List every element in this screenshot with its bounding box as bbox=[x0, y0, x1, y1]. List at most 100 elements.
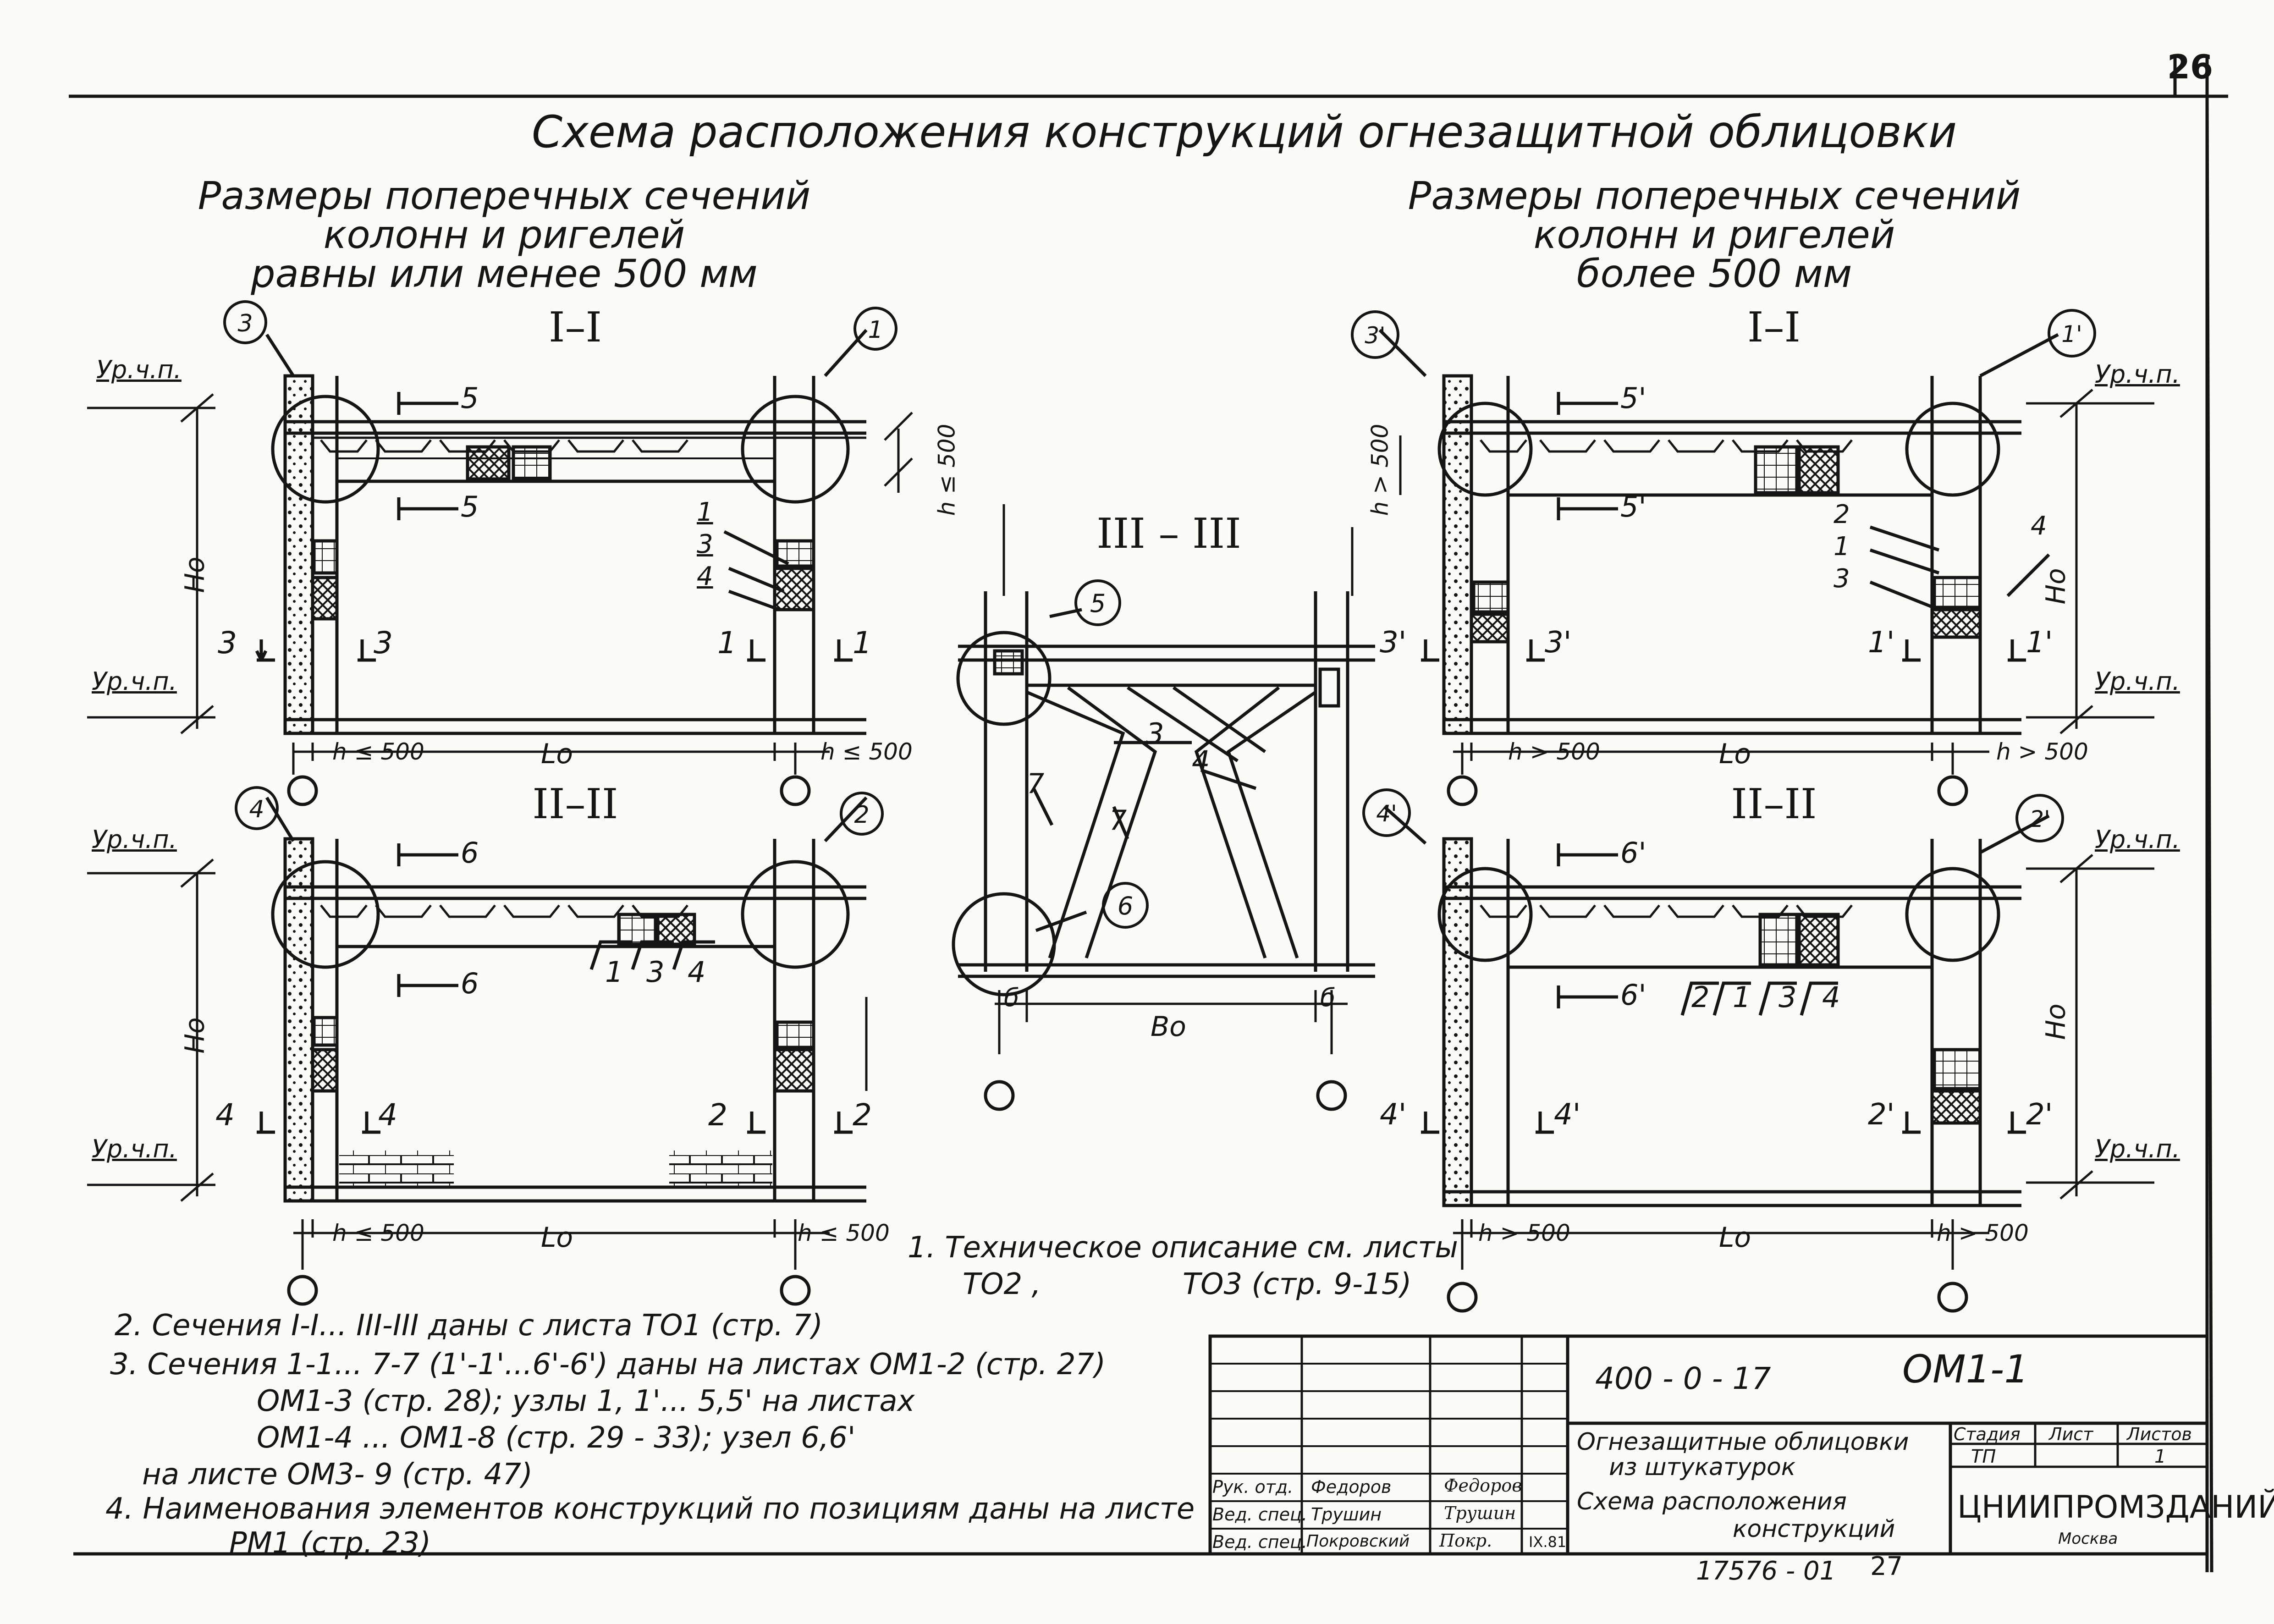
span-label: Lо bbox=[541, 1222, 573, 1254]
cut-1-label: 1 bbox=[853, 625, 872, 661]
position-4: 4 bbox=[697, 562, 713, 591]
note-4-line2: РМ1 (стр. 23) bbox=[229, 1526, 431, 1560]
b-label: б bbox=[1004, 983, 1019, 1012]
right-heading-line2: колонн и ригелей bbox=[1533, 212, 1895, 257]
h-le-500-vertical: h ≤ 500 bbox=[933, 424, 960, 516]
cut-6-label: 6 bbox=[461, 967, 479, 1000]
h-le-500: h ≤ 500 bbox=[332, 738, 424, 765]
position-4: 4 bbox=[1822, 980, 1840, 1014]
section-title-mid-3: III – III bbox=[1096, 510, 1241, 558]
node-callout-5: 5 bbox=[1090, 589, 1106, 618]
inventory-number: 17576 - 01 bbox=[1696, 1556, 1836, 1586]
position-4: 4 bbox=[688, 955, 706, 989]
cut-5-label: 5 bbox=[461, 381, 479, 415]
cut-7-label: 7 bbox=[1109, 804, 1127, 837]
signer-name: Покровский bbox=[1306, 1532, 1410, 1551]
note-4-line1: 4. Наименования элементов конструкций по… bbox=[105, 1492, 1195, 1526]
position-3: 3 bbox=[1834, 564, 1850, 594]
title-desc-line3: Схема расположения bbox=[1577, 1488, 1847, 1515]
note-1-line1: 1. Техническое описание см. листы bbox=[908, 1231, 1458, 1265]
note-1-line2: ТО2 , bbox=[963, 1267, 1041, 1301]
note-3-line3: ОМ1-4 ... ОМ1-8 (стр. 29 - 33); узел 6,6… bbox=[257, 1421, 856, 1455]
right-heading-line3: более 500 мм bbox=[1576, 251, 1852, 296]
cut-2-label: 2 bbox=[708, 1097, 727, 1133]
level-label: Ур.ч.п. bbox=[96, 355, 182, 384]
node-callout-6: 6 bbox=[1117, 892, 1134, 920]
cut-6-prime-label: 6' bbox=[1620, 978, 1646, 1012]
height-label: Но bbox=[179, 1017, 210, 1054]
position-4: 4 bbox=[2031, 511, 2047, 541]
cut-5-prime-label: 5' bbox=[1620, 490, 1646, 523]
height-label: Но bbox=[2040, 568, 2071, 605]
note-3-line1: 3. Сечения 1-1... 7-7 (1'-1'...6'-6') да… bbox=[110, 1348, 1106, 1382]
h-le-500: h ≤ 500 bbox=[798, 1220, 890, 1246]
section-title-left-1: I–I bbox=[548, 303, 602, 352]
node-callout-4-prime: 4' bbox=[1376, 800, 1397, 827]
level-label: Ур.ч.п. bbox=[2095, 825, 2180, 854]
middle-section-3 bbox=[952, 504, 1375, 1111]
signer-signature: Федоров bbox=[1444, 1475, 1522, 1496]
cut-3-label: 3 bbox=[218, 625, 237, 661]
cut-1-label: 1 bbox=[717, 625, 737, 661]
left-frame-section-1 bbox=[87, 329, 913, 806]
position-1: 1 bbox=[1834, 532, 1850, 562]
note-3-line4: на листе ОМ3- 9 (стр. 47) bbox=[142, 1458, 533, 1492]
node-callout-4: 4 bbox=[249, 796, 264, 823]
sheets-header: Листов bbox=[2127, 1424, 2192, 1444]
left-frame-section-2 bbox=[87, 796, 868, 1306]
span-label: Lо bbox=[1719, 1222, 1751, 1254]
stage-header: Стадия bbox=[1954, 1424, 2021, 1444]
span-label: Lо bbox=[541, 738, 573, 770]
cut-2-prime-label: 2' bbox=[1868, 1098, 1895, 1132]
signer-name: Федоров bbox=[1311, 1477, 1392, 1497]
position-2: 2 bbox=[1834, 500, 1850, 529]
signer-signature: Покр. bbox=[1439, 1530, 1492, 1551]
sheet-code: ОМ1-1 bbox=[1902, 1347, 2029, 1392]
h-gt-500: h > 500 bbox=[1478, 1220, 1570, 1246]
cut-4-label: 4 bbox=[215, 1097, 235, 1133]
h-gt-500-vertical: h > 500 bbox=[1366, 424, 1393, 516]
level-label: Ур.ч.п. bbox=[92, 667, 177, 696]
page-number: 27 bbox=[1870, 1552, 1903, 1581]
position-1: 1 bbox=[605, 955, 623, 989]
sign-date: IX.81 bbox=[1529, 1533, 1567, 1551]
node-callout-3-prime: 3' bbox=[1365, 322, 1386, 349]
node-callout-1: 1 bbox=[868, 316, 883, 344]
title-block-grid bbox=[1208, 1334, 2209, 1556]
signer-role: Вед. спец. bbox=[1212, 1532, 1307, 1552]
h-gt-500: h > 500 bbox=[1508, 738, 1600, 765]
note-1-line3: ТО3 (стр. 9-15) bbox=[1183, 1267, 1412, 1301]
sheets-value: 1 bbox=[2154, 1446, 2166, 1467]
left-heading-line1: Размеры поперечных сечений bbox=[198, 173, 811, 218]
city: Москва bbox=[2058, 1530, 2118, 1548]
right-heading-line1: Размеры поперечных сечений bbox=[1408, 173, 2021, 218]
cut-5-label: 5 bbox=[461, 490, 479, 523]
position-1: 1 bbox=[1733, 980, 1751, 1014]
cut-3-label: 3 bbox=[374, 625, 393, 661]
level-label: Ур.ч.п. bbox=[2095, 1134, 2180, 1163]
cut-3-prime-label: 3' bbox=[1545, 626, 1572, 660]
note-2: 2. Сечения I-I... III-III даны с листа Т… bbox=[115, 1309, 823, 1343]
node-callout-2-prime: 2' bbox=[2029, 806, 2050, 832]
h-le-500: h ≤ 500 bbox=[332, 1220, 424, 1246]
level-label: Ур.ч.п. bbox=[92, 1134, 177, 1163]
signer-signature: Трушин bbox=[1444, 1503, 1516, 1523]
cut-4-prime-label: 4' bbox=[1554, 1098, 1581, 1132]
cut-1-prime-label: 1' bbox=[2026, 626, 2053, 660]
cut-1-prime-label: 1' bbox=[1868, 626, 1895, 660]
cut-6-prime-label: 6' bbox=[1620, 836, 1646, 870]
position-3: 3 bbox=[1146, 717, 1164, 750]
h-le-500: h ≤ 500 bbox=[820, 738, 913, 765]
sheet-header: Лист bbox=[2049, 1424, 2093, 1444]
h-gt-500: h > 500 bbox=[1937, 1220, 2029, 1246]
span-label: Lо bbox=[1719, 738, 1751, 770]
position-3: 3 bbox=[646, 955, 665, 989]
title-desc-line4: конструкций bbox=[1733, 1515, 1895, 1543]
document-code: 400 - 0 - 17 bbox=[1595, 1361, 1771, 1396]
position-2: 2 bbox=[1691, 980, 1710, 1014]
span-b-label: Вo bbox=[1151, 1011, 1186, 1043]
node-callout-1-prime: 1' bbox=[2061, 321, 2082, 347]
organization: ЦНИИПРОМЗДАНИЙ bbox=[1957, 1489, 2274, 1525]
cut-2-label: 2 bbox=[853, 1097, 872, 1133]
